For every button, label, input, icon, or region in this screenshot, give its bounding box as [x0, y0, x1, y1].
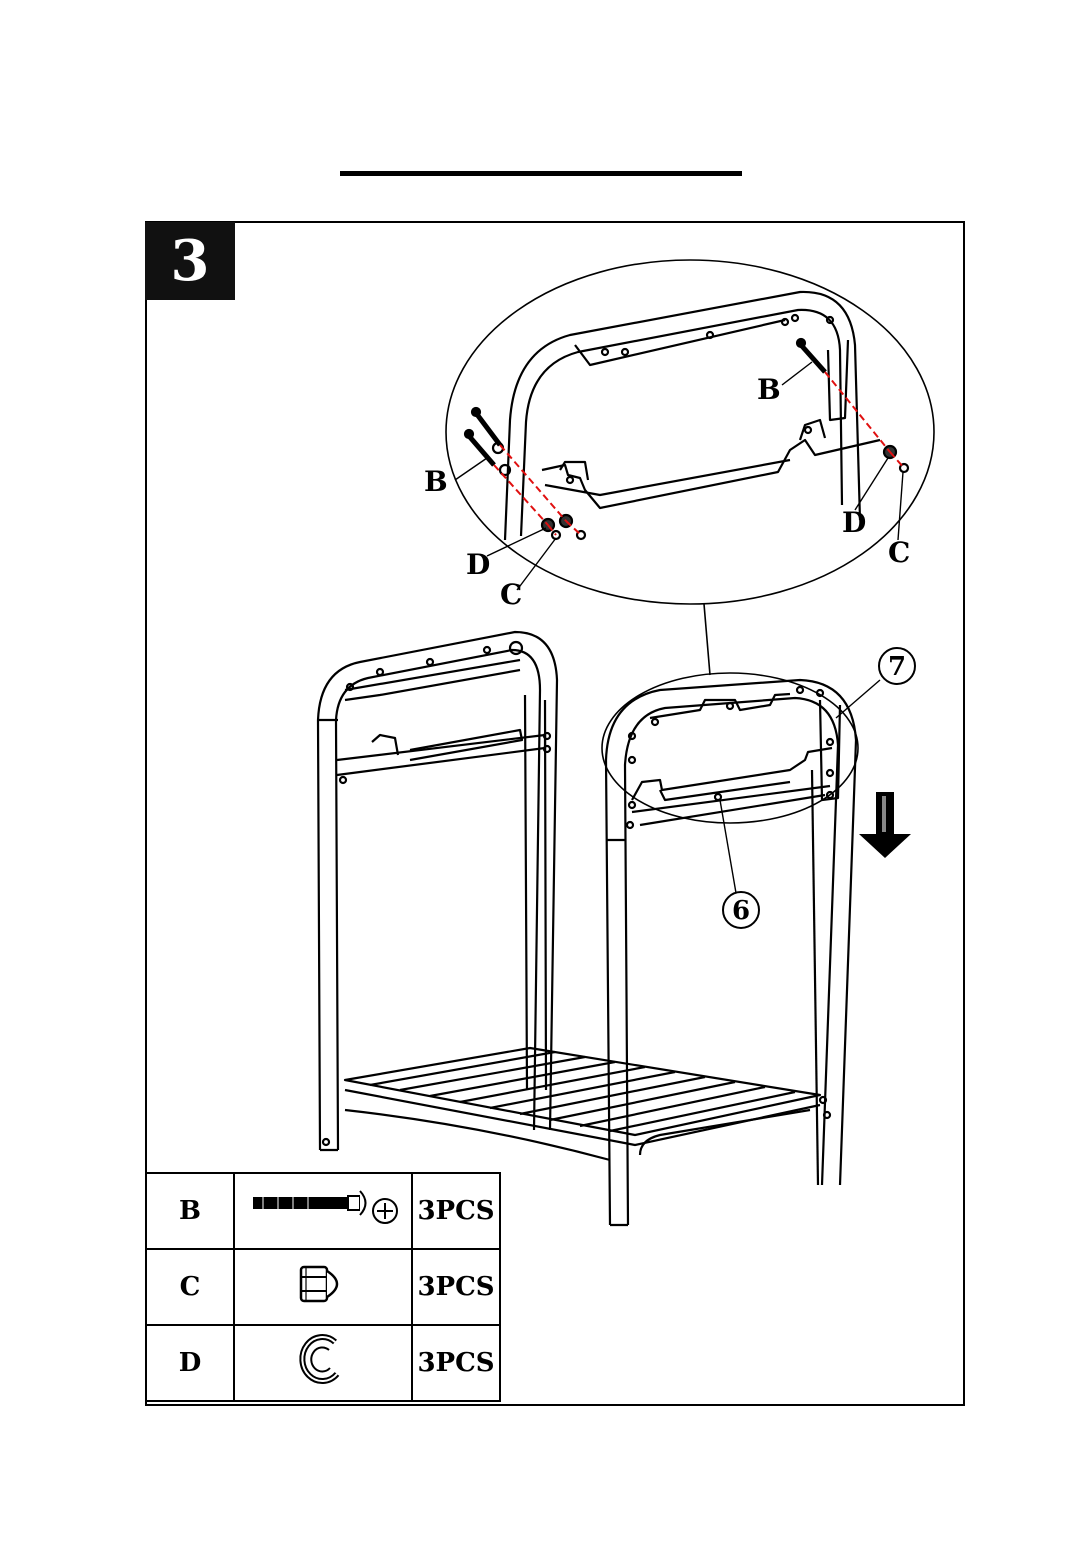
part-number-7: 7 — [888, 652, 906, 682]
callout-washer-left: D — [466, 548, 490, 581]
down-arrow-icon — [859, 792, 911, 858]
hardware-table: B 3PCS C — [145, 1172, 501, 1402]
table-row: D 3PCS — [146, 1325, 500, 1401]
detail-bolt-left-1 — [472, 408, 500, 445]
detail-leader-line — [704, 604, 710, 675]
part-key-cell: D — [146, 1325, 234, 1401]
callout-bolt-left: B — [424, 465, 448, 498]
detail-bolt-right — [797, 339, 825, 372]
part-key-cell: B — [146, 1173, 234, 1249]
callout-nut-left: C — [500, 578, 522, 611]
bottom-shelf — [345, 1048, 830, 1160]
spring-washer-icon — [234, 1325, 412, 1401]
part-key-cell: C — [146, 1249, 234, 1325]
part-qty-cell: 3PCS — [412, 1325, 500, 1401]
callout-nut-right: C — [888, 536, 910, 569]
part-qty-cell: 3PCS — [412, 1173, 500, 1249]
lock-nut-icon — [234, 1249, 412, 1325]
table-row: B 3PCS — [146, 1173, 500, 1249]
part-qty-cell: 3PCS — [412, 1249, 500, 1325]
bolt-icon — [234, 1173, 412, 1249]
part-number-6: 6 — [732, 896, 750, 926]
callout-washer-right: D — [842, 506, 866, 539]
table-row: C 3PCS — [146, 1249, 500, 1325]
callout-bolt-right: B — [757, 373, 781, 406]
